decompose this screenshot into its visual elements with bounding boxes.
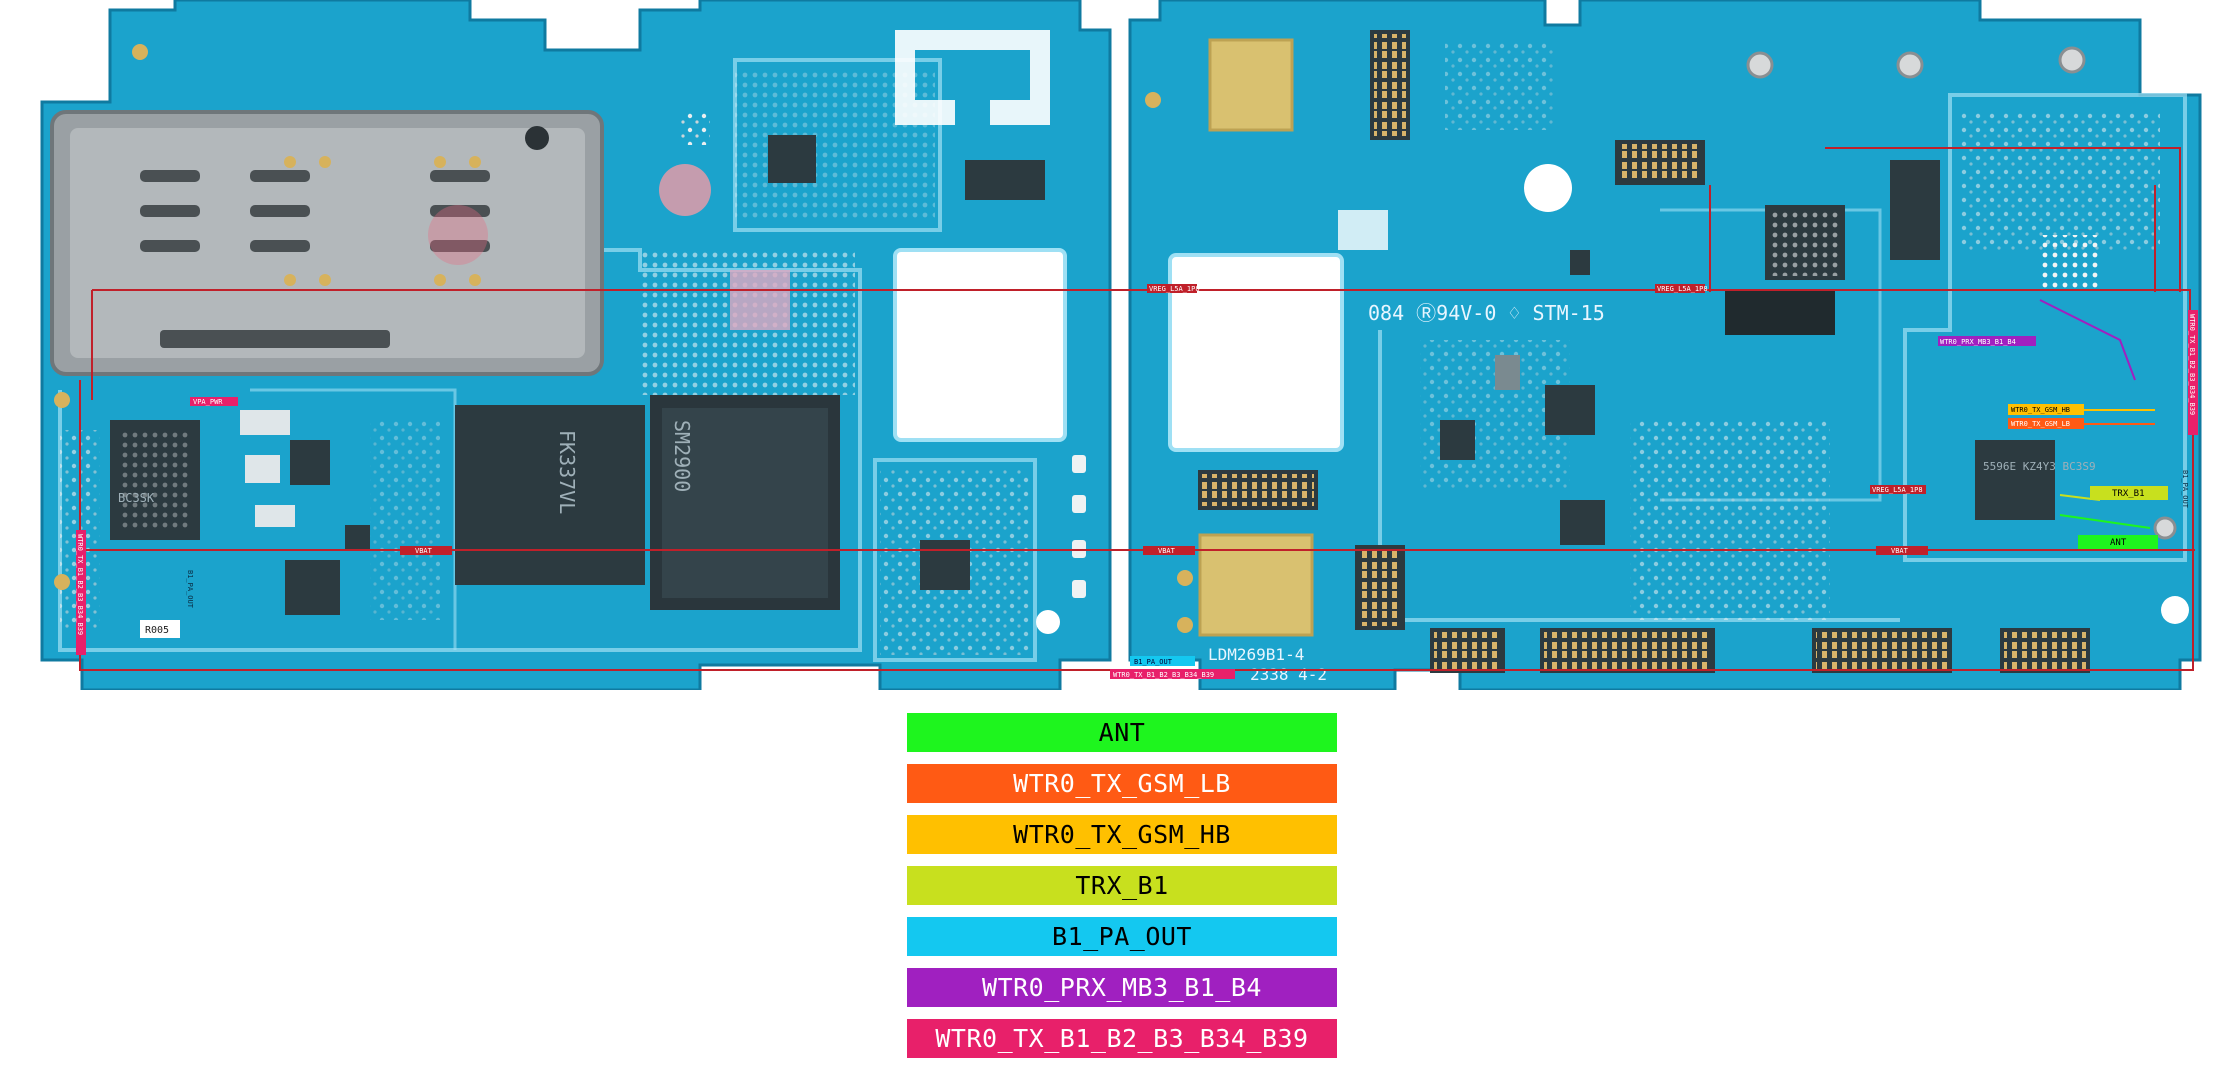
svg-text:WTR0_TX_B1_B2_B3_B34_B39: WTR0_TX_B1_B2_B3_B34_B39	[2188, 314, 2196, 415]
svg-text:R005: R005	[145, 625, 169, 636]
svg-text:VBAT: VBAT	[1891, 547, 1909, 555]
svg-text:VBAT: VBAT	[415, 547, 433, 555]
legend-item-wtr0-tx-gsm-lb: WTR0_TX_GSM_LB	[907, 764, 1337, 803]
svg-text:WTR0_TX_GSM_HB: WTR0_TX_GSM_HB	[2011, 406, 2070, 414]
legend-item-trx-b1: TRX_B1	[907, 866, 1337, 905]
legend-item-b1-pa-out: B1_PA_OUT	[907, 917, 1337, 956]
svg-text:LDM269B1-4: LDM269B1-4	[1208, 645, 1304, 664]
svg-text:VPA_PWR: VPA_PWR	[193, 398, 223, 406]
svg-text:B1_PA_OUT: B1_PA_OUT	[2181, 470, 2189, 509]
svg-text:5596E KZ4Y3 BC3S9: 5596E KZ4Y3 BC3S9	[1983, 460, 2096, 473]
net-color-legend: ANT WTR0_TX_GSM_LB WTR0_TX_GSM_HB TRX_B1…	[907, 713, 1337, 1070]
svg-text:B1_PA_OUT: B1_PA_OUT	[1134, 658, 1173, 666]
svg-text:WTR0_TX_B1_B2_B3_B34_B39: WTR0_TX_B1_B2_B3_B34_B39	[76, 534, 84, 635]
ram-chip: FK337VL	[455, 405, 645, 585]
legend-item-wtr0-tx-gsm-hb: WTR0_TX_GSM_HB	[907, 815, 1337, 854]
sim-card-tray	[50, 110, 604, 376]
svg-text:ANT: ANT	[2110, 538, 2127, 548]
svg-text:084 Ⓡ94V-0 ♢ STM-15: 084 Ⓡ94V-0 ♢ STM-15	[1368, 301, 1605, 325]
svg-text:SM2900: SM2900	[670, 420, 694, 492]
left-board: FK337VL SM2900 BC3SK R005	[40, 0, 1167, 690]
cpu-chip: SM2900	[650, 395, 840, 610]
legend-item-ant: ANT	[907, 713, 1337, 752]
right-board: 5596E KZ4Y3 BC3S9 084 Ⓡ94V-0 ♢ STM-15 LD…	[1128, 0, 2202, 690]
svg-text:WTR0_PRX_MB3_B1_B4: WTR0_PRX_MB3_B1_B4	[1940, 338, 2016, 346]
svg-text:2338 4-2: 2338 4-2	[1250, 665, 1327, 684]
svg-text:BC3SK: BC3SK	[118, 491, 155, 505]
svg-text:VBAT: VBAT	[1158, 547, 1176, 555]
svg-text:TRX_B1: TRX_B1	[2112, 489, 2145, 499]
legend-item-wtr0-tx-b1-b2-b3-b34-b39: WTR0_TX_B1_B2_B3_B34_B39	[907, 1019, 1337, 1058]
svg-text:VREG_L5A_1P8: VREG_L5A_1P8	[1872, 486, 1923, 494]
legend-item-wtr0-prx-mb3-b1-b4: WTR0_PRX_MB3_B1_B4	[907, 968, 1337, 1007]
svg-text:B1_PA_OUT: B1_PA_OUT	[186, 570, 194, 609]
svg-text:VREG_L5A_1P8: VREG_L5A_1P8	[1657, 285, 1708, 293]
svg-text:WTR0_TX_B1_B2_B3_B34_B39: WTR0_TX_B1_B2_B3_B34_B39	[1113, 671, 1214, 679]
svg-text:FK337VL: FK337VL	[555, 430, 579, 514]
svg-text:WTR0_TX_GSM_LB: WTR0_TX_GSM_LB	[2011, 420, 2070, 428]
pcb-schematic-view: FK337VL SM2900 BC3SK R005	[40, 0, 2202, 690]
svg-text:VREG_L5A_1P8: VREG_L5A_1P8	[1149, 285, 1200, 293]
board-net-labels: VREG_L5A_1P8 VREG_L5A_1P8 VREG_L5A_1P8 V…	[76, 284, 2198, 679]
